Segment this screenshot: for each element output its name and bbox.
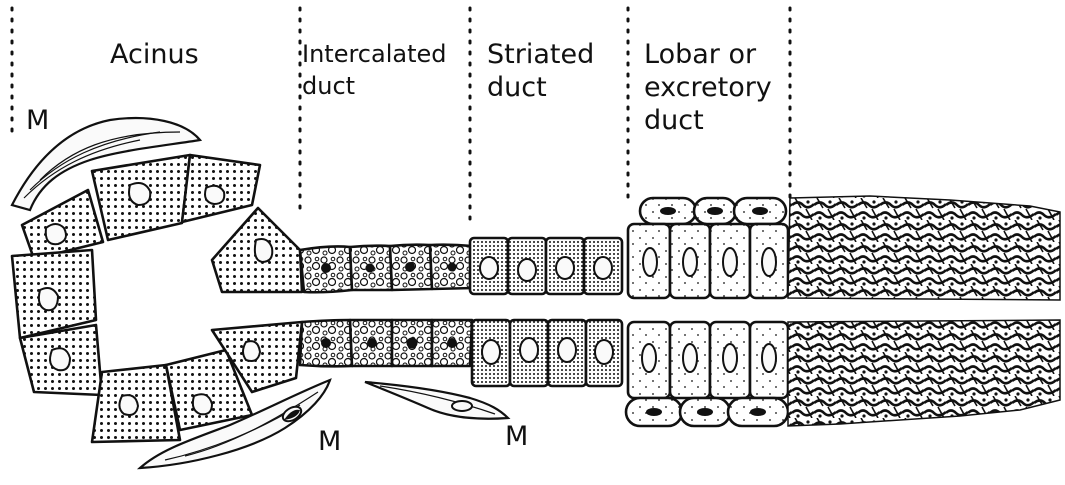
myoepithelial-cell-duct [365,382,508,419]
acinar-nucleus [46,224,66,244]
intercalated-nucleus [407,338,418,349]
acinar-nucleus [255,239,272,262]
intercalated-nucleus [405,262,415,272]
striated-nucleus [556,257,574,279]
label-myoepithelial-top: M [26,104,49,137]
basal-nucleus [697,408,713,416]
intercalated-nucleus [321,263,331,273]
connective-tissue-upper [788,196,1060,300]
connective-tissue-lower [788,320,1060,426]
intercalated-duct [300,245,474,367]
striated-nucleus [518,259,536,281]
basal-nucleus [752,207,768,215]
striated-duct [470,238,622,386]
acinar-nucleus [205,186,224,204]
label-myoepithelial-duct: M [505,420,528,453]
striated-nucleus [594,257,612,279]
acinar-nucleus [119,395,138,415]
lobar-duct [626,198,788,426]
striated-nucleus [520,338,538,362]
label-lobar-duct: Lobar or excretory duct [644,38,772,137]
label-striated-duct: Striated duct [487,38,594,104]
columnar-nucleus [723,248,737,276]
columnar-nucleus [762,344,776,372]
basal-nucleus [707,207,723,215]
acinus [12,155,302,442]
acinar-nucleus [193,394,212,414]
striated-nucleus [482,340,500,364]
acinar-nucleus [50,348,70,370]
columnar-nucleus [642,344,656,372]
basal-nucleus [646,408,662,416]
acinar-nucleus [243,341,260,361]
striated-nucleus [595,340,613,364]
striated-nucleus [480,257,498,279]
label-intercalated-duct: Intercalated duct [302,38,447,102]
columnar-nucleus [683,344,697,372]
striated-nucleus [558,338,576,362]
intercalated-nucleus [366,264,375,273]
columnar-nucleus [723,344,737,372]
intercalated-nucleus [448,263,457,272]
label-myoepithelial-bottom: M [318,425,341,458]
intercalated-nucleus [321,338,331,348]
columnar-nucleus [683,248,697,276]
acinar-nucleus [129,183,150,205]
intercalated-nucleus [367,338,377,348]
label-acinus: Acinus [110,38,199,71]
basal-nucleus [750,408,766,416]
acinar-nucleus [39,288,58,310]
intercalated-nucleus [447,338,457,348]
columnar-nucleus [643,248,657,276]
columnar-nucleus [762,248,776,276]
basal-nucleus [660,207,676,215]
